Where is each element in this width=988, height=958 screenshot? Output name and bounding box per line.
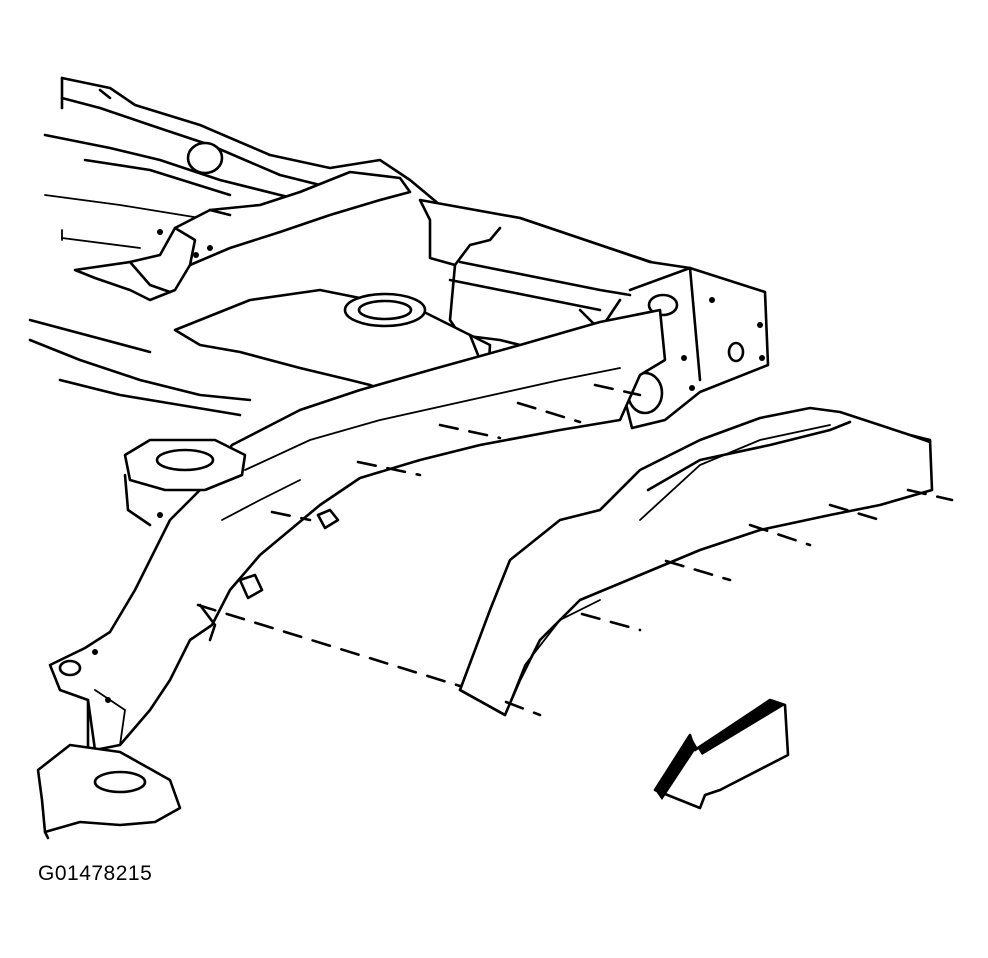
center-mount: [173, 288, 492, 400]
replacement-rail-section: [458, 406, 934, 717]
rear-rail-hole: [186, 141, 224, 175]
crossmember: [73, 170, 412, 302]
front-crossmember: [28, 318, 252, 527]
lower-left-mount: [36, 743, 182, 840]
frame-corner-bracket: [418, 198, 770, 430]
rail-tabs: [238, 508, 340, 600]
direction-arrow-icon: [653, 698, 790, 810]
rivet-alignment-lines: [196, 383, 954, 717]
figure-id-caption: G01478215: [38, 862, 153, 885]
main-frame-rail: [48, 308, 667, 757]
